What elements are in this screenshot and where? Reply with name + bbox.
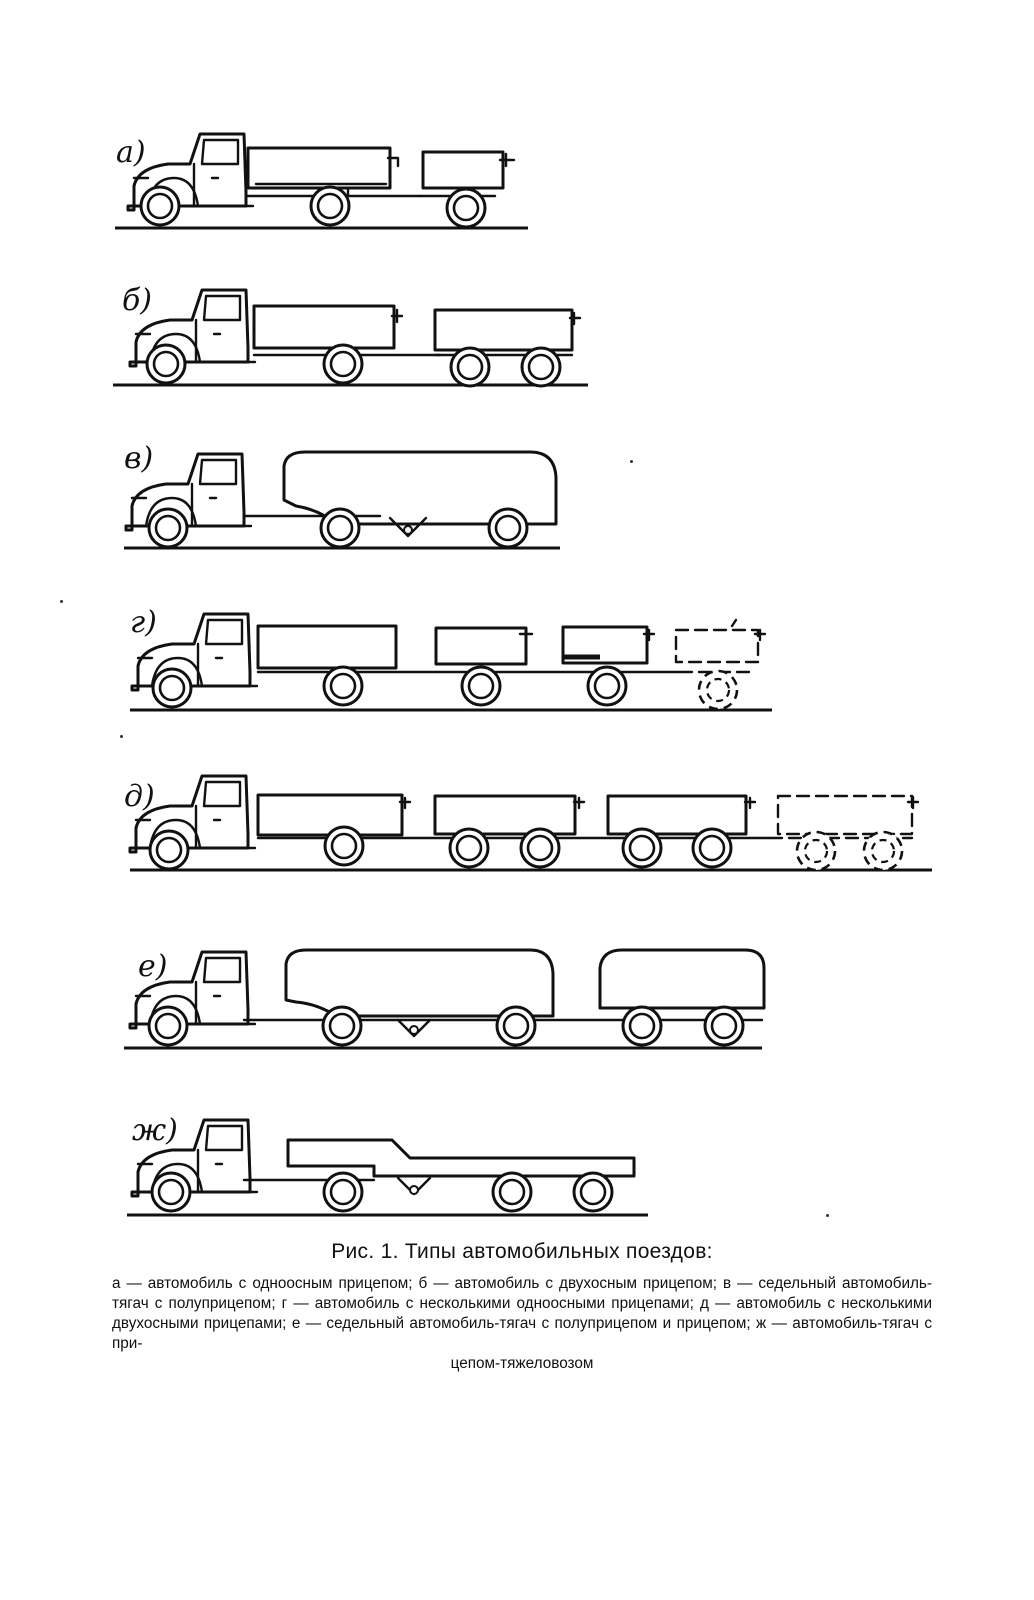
panel-label-a: а) [116,135,146,170]
panel-d: д) [124,774,932,872]
speck [630,460,633,463]
figure-drawing: а) б) в) [113,132,932,1217]
panel-zh: ж) [127,1113,648,1217]
caption-last-line: цепом-тяжеловозом [450,1355,594,1372]
panel-v: в) [124,441,560,550]
caption-title: Рис. 1. Типы автомобильных поездов: [331,1240,713,1263]
panel-g: г) [130,605,772,712]
panel-e: е) [124,948,766,1050]
speck [826,1214,829,1217]
panel-b: б) [113,283,588,388]
panel-label-d: д) [124,779,155,814]
panel-a: а) [115,132,528,230]
panel-label-g: г) [130,605,157,640]
panel-label-b: б) [122,283,152,318]
panel-label-e: е) [138,949,167,984]
caption-text: а — автомобиль с одноосным прицепом; б —… [112,1275,932,1352]
speck [120,735,123,738]
panel-label-zh: ж) [132,1113,178,1148]
speck [60,600,63,603]
panel-label-v: в) [124,441,153,476]
figure-caption: Рис. 1. Типы автомобильных поездов: а — … [112,1240,932,1374]
